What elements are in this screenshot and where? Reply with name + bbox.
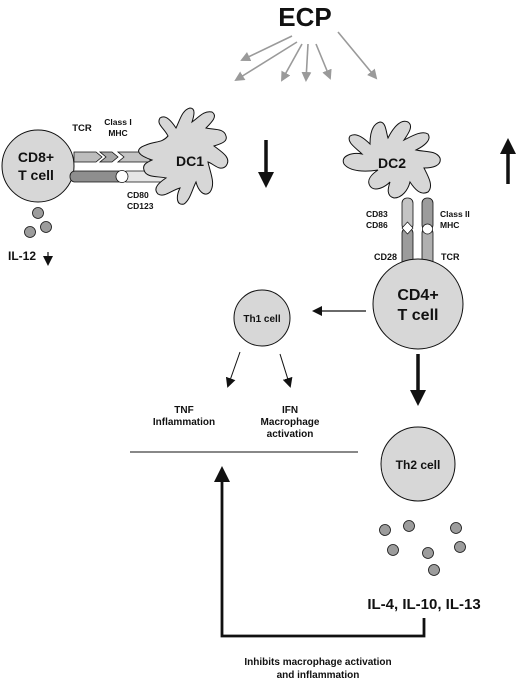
th1-to-tnf-arrow [225,351,241,388]
il12-dots [24,207,52,238]
tcr-mhc2-complex [421,197,434,269]
cd86-label: CD86 [366,220,388,230]
tnf-label: TNF [174,405,193,416]
th1-label: Th1 cell [243,314,280,325]
mhc2-label-2: MHC [440,220,459,230]
il4-dots [379,520,466,576]
th2-cell [380,426,456,502]
dc1-dendritic-cell [138,107,229,205]
cd4-t-cell [372,258,464,350]
ifn-label: IFN [282,405,298,416]
il4-il10-il13-label: IL-4, IL-10, IL-13 [367,596,480,613]
cd28-cd86-complex [401,197,414,269]
cd28-label: CD28 [374,252,397,262]
dc2-dendritic-cell [342,120,441,199]
caption-line-2: and inflammation [277,670,360,681]
macrophage-label: Macrophage [261,417,320,428]
tcr-right-label: TCR [441,252,460,262]
ecp-title: ECP [278,2,331,32]
cd83-label: CD83 [366,209,388,219]
il12-label: IL-12 [8,249,36,263]
activation-label: activation [267,429,314,440]
ecp-arrow-5 [315,43,332,80]
th2-label: Th2 cell [396,458,441,472]
th1-cell [233,289,291,347]
cd80-label: CD80 [127,190,149,200]
ecp-arrow-3 [281,43,303,82]
mhc1-tcr-complex [73,151,151,163]
ecp-arrow-6 [337,31,378,80]
inflammation-label: Inflammation [153,417,215,428]
dc1-label: DC1 [176,153,204,169]
cd8-label-2: T cell [18,167,54,183]
cd8-t-cell [1,129,75,203]
cd8-label-1: CD8+ [18,149,54,165]
ecp-arrow-4 [301,43,312,82]
cd123-label: CD123 [127,201,154,211]
th1-to-ifn-arrow [279,353,293,388]
caption-line-1: Inhibits macrophage activation [244,657,391,668]
cd4-label-1: CD4+ [397,287,438,304]
mhc2-label-1: Class II [440,209,470,219]
mhc1-label-2: MHC [108,128,127,138]
ecp-arrow-1 [240,35,293,62]
mhc1-label-1: Class I [104,117,131,127]
ecp-arrows [234,31,378,82]
inhibition-path [214,466,426,638]
tcr-left-label: TCR [72,123,92,134]
ecp-arrow-2 [234,41,298,82]
cd4-label-2: T cell [398,307,439,324]
dc2-label: DC2 [378,155,406,171]
